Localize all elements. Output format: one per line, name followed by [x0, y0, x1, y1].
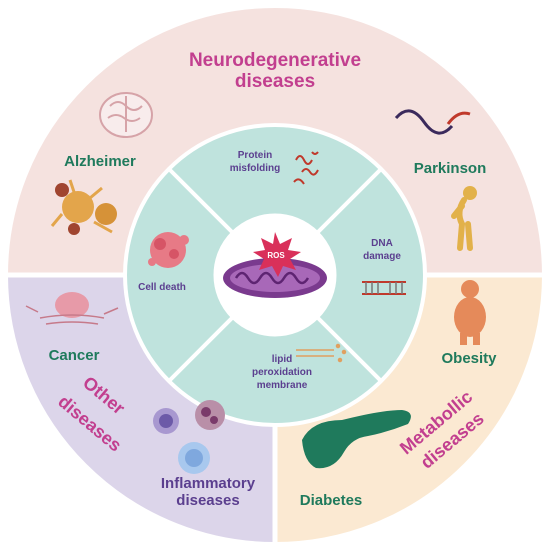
diabetes-label: Diabetes	[300, 492, 363, 509]
dna-icon	[362, 281, 406, 295]
tumor-cell-icon	[25, 292, 119, 325]
protein-squiggle-icon	[293, 151, 319, 185]
lipid-label-1: lipid	[272, 354, 293, 365]
alzheimer-label: Alzheimer	[64, 153, 136, 170]
mitochondrion-icon	[223, 258, 327, 298]
inflammatory-label-1: Inflammatory	[161, 475, 256, 492]
brain-icon	[99, 92, 153, 138]
obesity-label: Obesity	[441, 350, 497, 367]
lipid-label-3: membrane	[257, 380, 308, 391]
parkinson-label: Parkinson	[414, 160, 487, 177]
cell-death-label: Cell death	[138, 282, 186, 293]
lipid-membrane-icon	[296, 343, 347, 363]
obese-person-icon	[454, 280, 486, 345]
alpha-synuclein-icon	[394, 109, 471, 135]
neuro-title-2: diseases	[235, 71, 315, 92]
ros-label: ROS	[267, 251, 285, 260]
inflammatory-label-2: diseases	[176, 492, 239, 509]
protein-label-2: misfolding	[230, 163, 281, 174]
dna-label-2: damage	[363, 251, 401, 262]
stooped-person-icon	[451, 186, 477, 251]
immune-cells-icon	[153, 400, 225, 474]
pancreas-icon	[302, 410, 411, 469]
cancer-label: Cancer	[49, 347, 100, 364]
neuro-title-1: Neurodegenerative	[189, 50, 361, 71]
neuron-plaque-icon	[50, 179, 117, 235]
protein-label-1: Protein	[238, 150, 272, 161]
ros-burst-icon	[253, 232, 301, 277]
apoptotic-cell-icon	[148, 232, 189, 268]
dna-label-1: DNA	[371, 238, 393, 249]
lipid-label-2: peroxidation	[252, 367, 312, 378]
